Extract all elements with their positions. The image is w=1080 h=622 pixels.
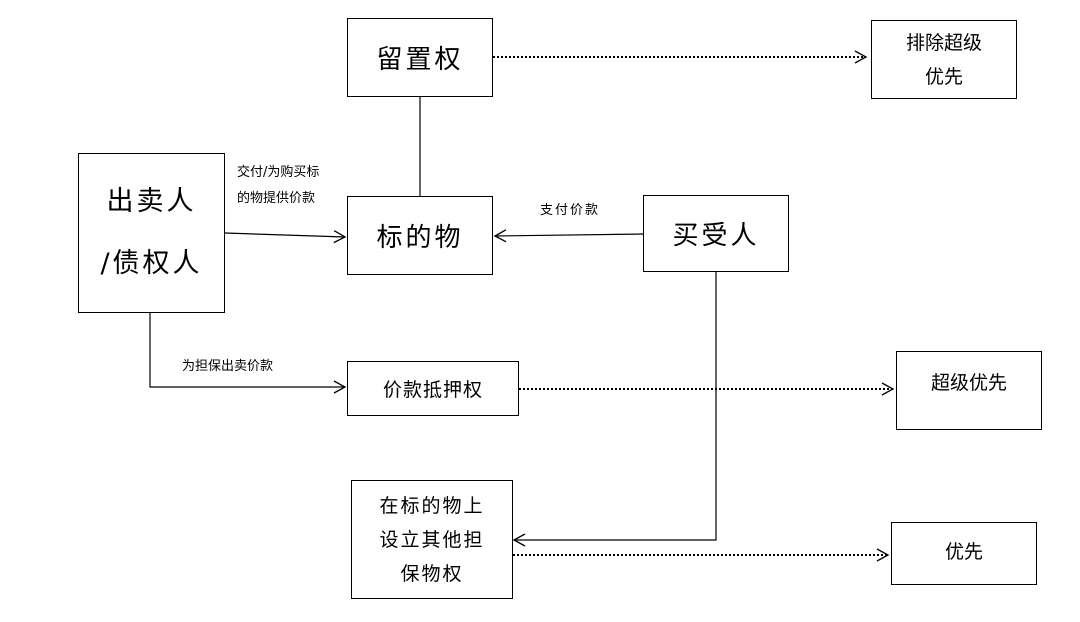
edge-label-seller-to-subject: 交付/为购买标 的物提供价款 bbox=[237, 165, 320, 206]
node-subject: 标的物 bbox=[347, 196, 493, 275]
edge-label-buyer-to-subject: 支付价款 bbox=[540, 203, 601, 218]
node-seller: 出卖人 /债权人 bbox=[78, 153, 225, 313]
node-other-security: 在标的物上 设立其他担 保物权 bbox=[351, 480, 513, 599]
arrow-buyer-to-subject bbox=[493, 229, 644, 243]
node-priority-label: 优先 bbox=[944, 541, 983, 563]
node-exclude-super-label: 排除超级 优先 bbox=[905, 31, 982, 88]
edge-label-seller-to-pmsi: 为担保出卖价款 bbox=[182, 359, 274, 374]
node-super-priority: 超级优先 bbox=[896, 351, 1042, 430]
node-super-priority-label: 超级优先 bbox=[930, 372, 1007, 394]
node-seller-label: 出卖人 /债权人 bbox=[100, 186, 203, 279]
node-buyer: 买受人 bbox=[643, 195, 789, 272]
arrow-buyer-to-other-security bbox=[512, 272, 717, 547]
node-other-security-label: 在标的物上 设立其他担 保物权 bbox=[379, 494, 485, 585]
node-subject-label: 标的物 bbox=[376, 223, 464, 253]
arrow-seller-to-subject bbox=[224, 230, 347, 244]
node-pmsi-label: 价款抵押权 bbox=[382, 379, 483, 401]
node-pmsi: 价款抵押权 bbox=[347, 361, 519, 416]
node-exclude-super: 排除超级 优先 bbox=[871, 20, 1017, 99]
node-priority: 优先 bbox=[891, 522, 1037, 585]
node-buyer-label: 买受人 bbox=[672, 221, 760, 251]
node-lien: 留置权 bbox=[347, 18, 493, 97]
arrow-seller-to-pmsi bbox=[149, 313, 347, 394]
node-lien-label: 留置权 bbox=[376, 45, 464, 75]
